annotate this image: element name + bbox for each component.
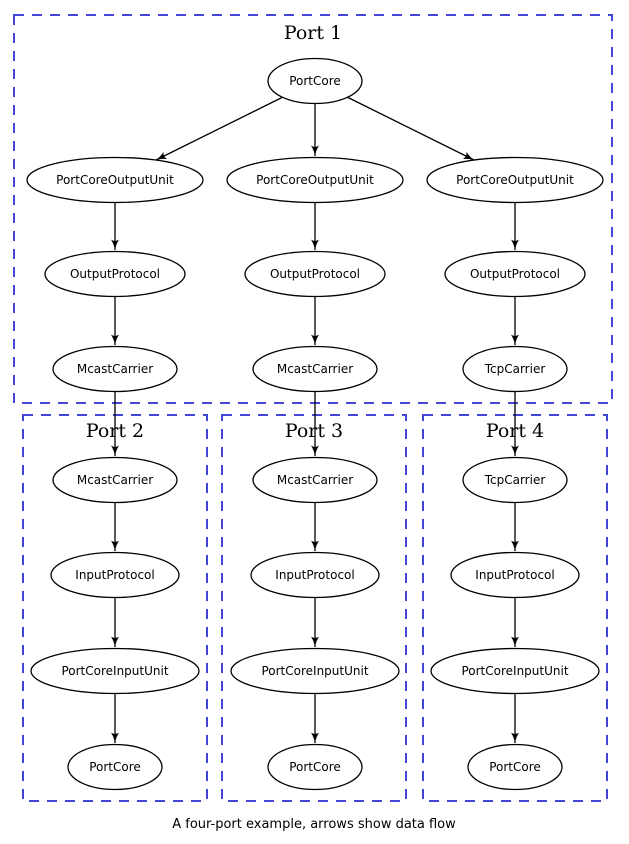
diagram-caption: A four-port example, arrows show data fl… — [172, 817, 456, 832]
node-inputprotocol-p3: InputProtocol — [250, 551, 380, 599]
node-mcastcarrier-p2: McastCarrier — [52, 456, 178, 504]
node-label: InputProtocol — [275, 568, 354, 582]
node-ellipse — [430, 647, 600, 695]
node-portcoreinputunit-p3: PortCoreInputUnit — [230, 647, 400, 695]
cluster-port1-label: Port 1 — [284, 22, 342, 44]
node-label: PortCoreOutputUnit — [256, 173, 374, 187]
node-mcastcarrier-p1-col1: McastCarrier — [52, 345, 178, 393]
node-label: McastCarrier — [277, 362, 353, 376]
node-label: McastCarrier — [77, 362, 153, 376]
node-outputprotocol-2: OutputProtocol — [244, 250, 386, 298]
node-label: OutputProtocol — [270, 267, 360, 281]
node-tcpcarrier-p1: TcpCarrier — [462, 345, 568, 393]
node-ellipse — [52, 345, 178, 393]
node-portcore-p2: PortCore — [67, 743, 163, 791]
node-label: PortCoreInputUnit — [461, 664, 568, 678]
edge-portcore-to-outputunit1 — [155, 96, 284, 161]
node-ellipse — [52, 456, 178, 504]
node-ellipse — [444, 250, 586, 298]
node-outputprotocol-1: OutputProtocol — [44, 250, 186, 298]
node-portcore-p1: PortCore — [267, 57, 363, 105]
node-tcpcarrier-p4: TcpCarrier — [462, 456, 568, 504]
node-label: PortCoreOutputUnit — [456, 173, 574, 187]
node-ellipse — [462, 456, 568, 504]
node-ellipse — [267, 57, 363, 105]
node-ellipse — [467, 743, 563, 791]
node-label: PortCoreOutputUnit — [56, 173, 174, 187]
node-portcore-p3: PortCore — [267, 743, 363, 791]
node-portcoreoutputunit-1: PortCoreOutputUnit — [26, 156, 204, 204]
node-ellipse — [226, 156, 404, 204]
node-ellipse — [67, 743, 163, 791]
node-portcoreinputunit-p2: PortCoreInputUnit — [30, 647, 200, 695]
node-portcoreinputunit-p4: PortCoreInputUnit — [430, 647, 600, 695]
node-ellipse — [44, 250, 186, 298]
node-label: OutputProtocol — [70, 267, 160, 281]
node-ellipse — [50, 551, 180, 599]
node-portcoreoutputunit-2: PortCoreOutputUnit — [226, 156, 404, 204]
node-label: McastCarrier — [77, 473, 153, 487]
node-ellipse — [244, 250, 386, 298]
node-mcastcarrier-p1-col2: McastCarrier — [252, 345, 378, 393]
node-ellipse — [230, 647, 400, 695]
node-label: TcpCarrier — [484, 473, 546, 487]
cluster-port3-label: Port 3 — [285, 420, 343, 442]
node-label: PortCore — [89, 760, 141, 774]
node-ellipse — [26, 156, 204, 204]
node-label: OutputProtocol — [470, 267, 560, 281]
node-label: PortCore — [489, 760, 541, 774]
node-portcoreoutputunit-3: PortCoreOutputUnit — [426, 156, 604, 204]
node-mcastcarrier-p3: McastCarrier — [252, 456, 378, 504]
node-label: PortCore — [289, 74, 341, 88]
node-ellipse — [450, 551, 580, 599]
node-label: InputProtocol — [475, 568, 554, 582]
node-ellipse — [30, 647, 200, 695]
cluster-port3-border — [221, 414, 407, 802]
node-ellipse — [267, 743, 363, 791]
node-label: InputProtocol — [75, 568, 154, 582]
node-ellipse — [462, 345, 568, 393]
node-outputprotocol-3: OutputProtocol — [444, 250, 586, 298]
node-label: TcpCarrier — [484, 362, 546, 376]
node-ellipse — [426, 156, 604, 204]
node-label: PortCoreInputUnit — [261, 664, 368, 678]
node-ellipse — [252, 345, 378, 393]
cluster-port1-border — [13, 14, 613, 404]
edge-portcore-to-outputunit3 — [346, 96, 475, 161]
node-portcore-p4: PortCore — [467, 743, 563, 791]
node-ellipse — [252, 456, 378, 504]
node-ellipse — [250, 551, 380, 599]
node-label: PortCore — [289, 760, 341, 774]
node-label: PortCoreInputUnit — [61, 664, 168, 678]
node-inputprotocol-p4: InputProtocol — [450, 551, 580, 599]
node-label: McastCarrier — [277, 473, 353, 487]
node-inputprotocol-p2: InputProtocol — [50, 551, 180, 599]
